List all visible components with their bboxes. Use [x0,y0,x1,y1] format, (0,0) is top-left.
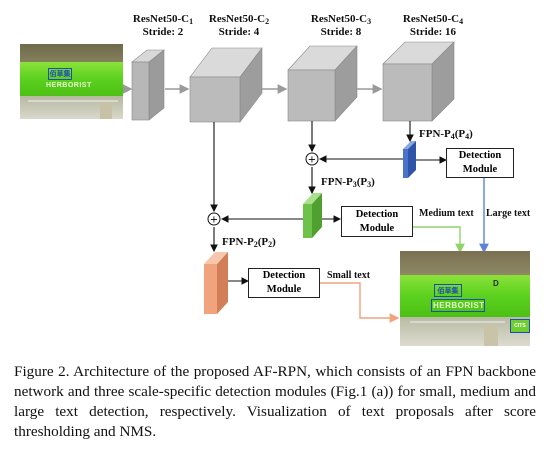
figure-caption: Figure 2. Architecture of the proposed A… [14,363,536,440]
resnet-c2-block [189,47,263,123]
output-sign-text: HERBORIST [433,301,485,310]
small-text-arrow [310,282,400,323]
resnet-c3-block [287,45,358,122]
input-chinese-sign: 佰草集 [48,68,72,80]
small-text-label: Small text [327,270,371,281]
plus-sign: + [308,155,316,166]
stage-c2-label: ResNet50-C2 Stride: 4 [208,13,270,38]
medium-text-arrow [396,226,465,254]
output-chinese-sign: 佰草集 [434,284,462,297]
large-text-label: Large text [486,208,531,219]
fpn-p2-label: FPN-P2(P2) [222,236,276,249]
fpn-p4-label: FPN-P4(P4) [419,128,473,141]
output-image: 佰草集 HERBORIST D CITS [400,251,530,346]
p2-feature-map [204,252,228,314]
fpn-p3-label: FPN-P3(P3) [321,176,375,189]
architecture-diagram: + + [122,41,489,323]
p4-feature-map [403,141,416,178]
plus-sign: + [210,215,218,226]
plus-circle-p3 [305,152,319,166]
output-side-text: D [493,279,500,288]
input-sign-text: HERBORIST [46,82,92,89]
stage-c4-label: ResNet50-C4 Stride: 16 [402,13,464,38]
resnet-c1-block [131,49,165,121]
text-proposal-box [431,299,485,312]
medium-text-label: Medium text [419,208,474,219]
plus-circle-p2 [207,212,221,226]
resnet-c4-block [382,41,455,122]
stage-c1-label: ResNet50-C1 Stride: 2 [132,13,194,38]
input-image: 佰草集 HERBORIST [20,44,123,119]
small-text-proposal: CITS [510,319,530,333]
stage-c3-label: ResNet50-C3 Stride: 8 [310,13,372,38]
p3-feature-map [303,193,322,238]
